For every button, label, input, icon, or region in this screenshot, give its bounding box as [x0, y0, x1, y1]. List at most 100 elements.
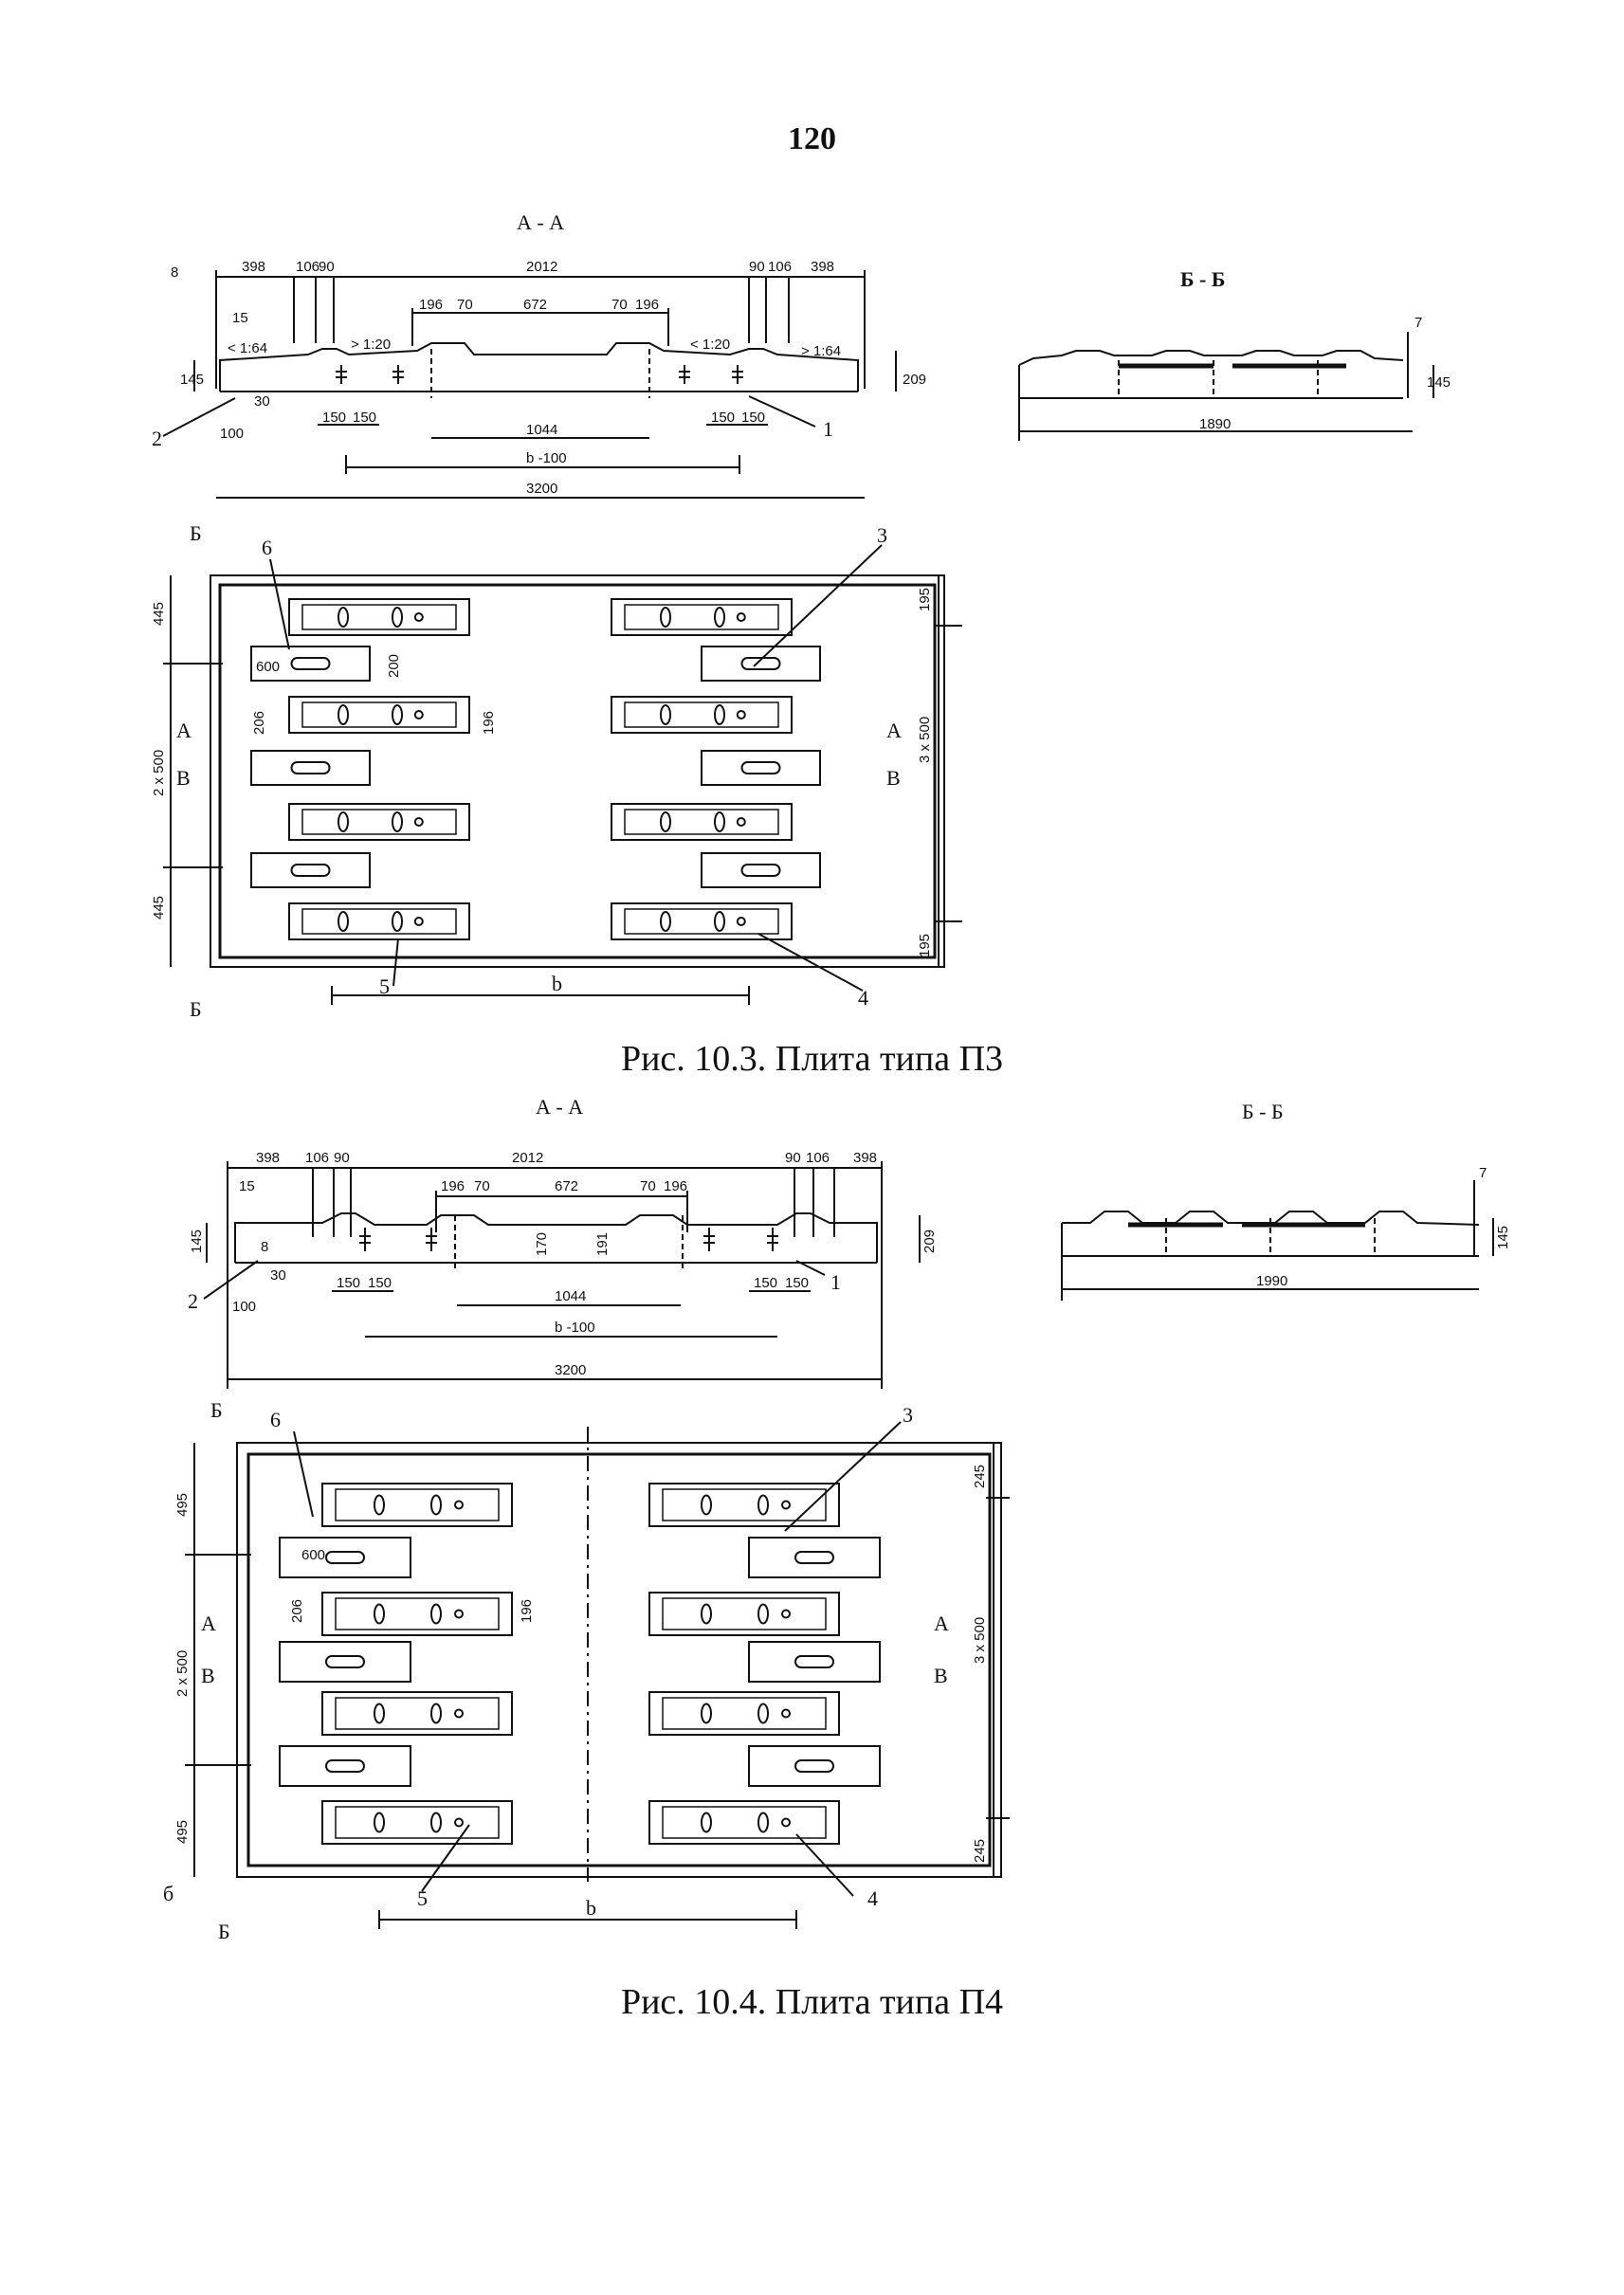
callout-4: 4	[858, 986, 868, 1010]
rail-pad	[611, 803, 793, 841]
section-mark: В	[201, 1664, 215, 1687]
anchor-hole	[413, 612, 424, 622]
base-plate	[748, 1745, 881, 1787]
base-plate	[279, 1537, 411, 1578]
section-mark: А	[886, 719, 902, 742]
plate-slot	[325, 1551, 365, 1564]
plate-slot	[740, 761, 781, 774]
slope-label: < 1:20	[690, 337, 730, 353]
bolt-hole	[374, 1603, 385, 1625]
section-mark: В	[176, 766, 191, 790]
rail-pad	[321, 1592, 513, 1636]
dim: 206	[251, 711, 267, 735]
dim: 495	[174, 1493, 191, 1517]
fig2-rail-pads	[279, 1483, 881, 1845]
rail-pad-inner	[662, 1697, 827, 1730]
callout-5: 5	[379, 974, 390, 998]
slope-label: > 1:20	[351, 337, 391, 353]
bolt-hole	[757, 1703, 769, 1724]
dim: 195	[917, 588, 933, 611]
bolt-hole	[660, 911, 671, 932]
base-plate	[701, 852, 821, 888]
anchor-hole	[781, 1708, 791, 1719]
dim: 150	[711, 410, 735, 426]
dim: 150	[754, 1275, 777, 1291]
dim: 245	[972, 1465, 988, 1488]
dim: 445	[151, 896, 167, 920]
base-plate	[250, 852, 371, 888]
dim: 170	[534, 1232, 550, 1256]
rail-pad	[611, 902, 793, 940]
dim: 3200	[526, 481, 557, 497]
bolt-hole	[701, 1703, 712, 1724]
bolt-hole	[660, 811, 671, 832]
rail-pad	[648, 1483, 840, 1527]
section-mark: В	[934, 1664, 948, 1687]
dim: 90	[749, 259, 765, 275]
dim: 145	[189, 1229, 205, 1253]
dim: 196	[519, 1599, 535, 1623]
bolt-hole	[430, 1494, 442, 1516]
dim: 106	[305, 1150, 329, 1166]
rail-pad-inner	[301, 809, 457, 835]
dim: 600	[256, 659, 280, 675]
bolt-hole	[757, 1812, 769, 1833]
dim: 70	[640, 1178, 656, 1194]
base-plate	[279, 1745, 411, 1787]
rail-pad-inner	[662, 1806, 827, 1839]
dim: 8	[171, 264, 178, 281]
rail-pad-inner	[301, 908, 457, 935]
plate-slot	[325, 1655, 365, 1668]
dim: 106	[296, 259, 319, 275]
dim: 70	[611, 297, 628, 313]
dim: 245	[972, 1839, 988, 1863]
plate-slot	[794, 1759, 834, 1773]
dim: 150	[368, 1275, 392, 1291]
base-plate	[250, 750, 371, 786]
anchor-hole	[454, 1500, 464, 1510]
bolt-hole	[392, 811, 403, 832]
anchor-hole	[781, 1609, 791, 1619]
plate-slot	[290, 657, 331, 670]
fig2-plan	[185, 1421, 1010, 1929]
bolt-hole	[660, 607, 671, 628]
dim: 90	[785, 1150, 801, 1166]
dim: 145	[180, 372, 204, 388]
rail-pad	[611, 598, 793, 636]
dim: 398	[242, 259, 265, 275]
callout-3: 3	[877, 523, 887, 547]
anchor-hole	[736, 612, 746, 622]
anchor-hole	[454, 1817, 464, 1828]
bolt-hole	[714, 704, 725, 725]
base-plate	[748, 1537, 881, 1578]
rail-pad-inner	[301, 604, 457, 630]
dim: 2 х 500	[151, 750, 167, 796]
callout-1: 1	[830, 1270, 841, 1294]
dim: 191	[594, 1232, 611, 1256]
figure-caption-1: Рис. 10.3. Плита типа П3	[620, 1039, 1004, 1079]
dim: 196	[419, 297, 443, 313]
base-plate	[279, 1641, 411, 1683]
slope-label: < 1:64	[228, 340, 267, 356]
dim: 150	[741, 410, 765, 426]
bolt-hole	[430, 1812, 442, 1833]
dim: 209	[903, 372, 926, 388]
plate-slot	[290, 864, 331, 877]
fig1-plan	[163, 544, 962, 1005]
dim: 398	[256, 1150, 280, 1166]
dim: 672	[523, 297, 547, 313]
dim: 2012	[526, 259, 557, 275]
dim: 1044	[526, 422, 557, 438]
dim: 196	[481, 711, 497, 735]
rail-pad-inner	[335, 1597, 500, 1630]
fig2-section-aa-title: А - А	[536, 1095, 583, 1119]
dim: 8	[261, 1239, 268, 1255]
dim: 30	[254, 393, 270, 410]
dim: 150	[785, 1275, 809, 1291]
dim: 145	[1495, 1226, 1511, 1249]
bolt-hole	[338, 911, 349, 932]
fig2-section-aa	[203, 1161, 921, 1389]
dim: 209	[921, 1229, 938, 1253]
dim: 150	[322, 410, 346, 426]
bolt-hole	[757, 1494, 769, 1516]
